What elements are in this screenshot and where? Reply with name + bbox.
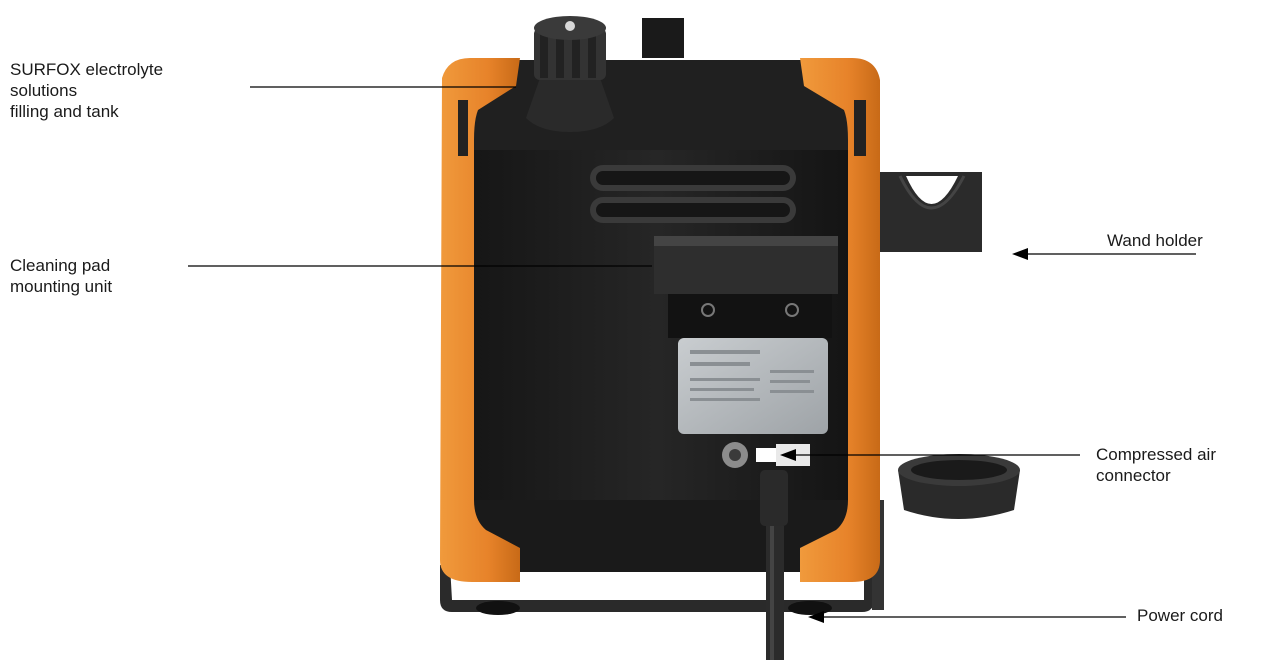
filler-cap: [526, 16, 614, 132]
arrowhead-air: [780, 449, 796, 461]
cup-holder: [898, 454, 1020, 519]
label-pad: Cleaning pad mounting unit: [10, 255, 112, 297]
right-bumper: [800, 58, 880, 582]
left-bumper-window: [458, 100, 468, 156]
label-power: Power cord: [1137, 605, 1223, 626]
top-panel: [462, 60, 850, 150]
arrowhead-wand: [1012, 248, 1028, 260]
label-wand-line1: Wand holder: [1107, 231, 1203, 250]
label-pad-line2: mounting unit: [10, 277, 113, 296]
label-air: Compressed air connector: [1096, 444, 1216, 486]
label-wand: Wand holder: [1107, 230, 1203, 251]
label-air-line1: Compressed air: [1096, 445, 1216, 464]
arrowhead-power: [808, 611, 824, 623]
wand-holder: [880, 172, 982, 252]
cleaning-pad-unit: [654, 236, 838, 338]
left-bumper: [440, 58, 520, 582]
rear-post: [642, 18, 684, 58]
label-air-line2: connector: [1096, 466, 1171, 485]
label-pad-line1: Cleaning pad: [10, 256, 111, 275]
label-tank-line1: SURFOX electrolyte: [10, 60, 164, 79]
power-cord: [760, 470, 788, 660]
label-tank: SURFOX electrolyte solutions filling and…: [10, 59, 163, 122]
label-tank-line2: solutions: [10, 81, 78, 100]
lower-base: [470, 500, 850, 572]
label-tank-line3: filling and tank: [10, 102, 119, 121]
label-power-line1: Power cord: [1137, 606, 1223, 625]
right-bumper-window: [854, 100, 866, 156]
rating-plate: [678, 338, 828, 434]
